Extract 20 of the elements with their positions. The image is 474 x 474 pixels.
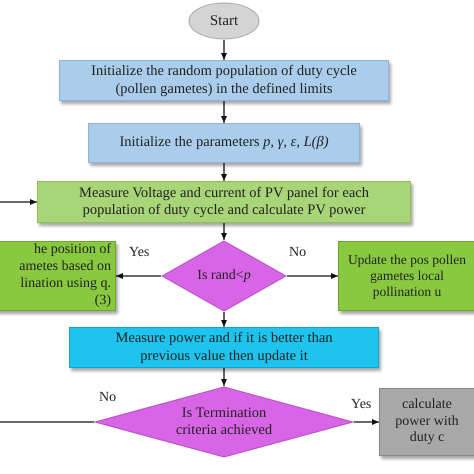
- process-box: calculate power with duty c: [379, 388, 474, 456]
- arrow: [221, 101, 227, 123]
- decision-text: Is Termination criteria achieved: [174, 404, 274, 440]
- arrow: [221, 40, 227, 60]
- arrow: [287, 273, 338, 279]
- arrow: [116, 273, 161, 279]
- process-box: Initialize the random population of duty cycle (pollen gametes) in the defined limits: [59, 60, 389, 101]
- process-box: Measure Voltage and current of PV panel for each population of duty cycle and calculate PV power: [37, 181, 411, 223]
- arrow: [221, 223, 227, 240]
- arrow: [354, 419, 379, 425]
- terminal-text: Start: [210, 12, 238, 30]
- process-box: Measure power and if it is better than previous value then update it: [69, 327, 379, 368]
- arrow: [221, 368, 227, 386]
- decision-text: Is rand<p: [197, 268, 251, 284]
- process-box: Update the pos pollen gametes local pollination u: [338, 241, 474, 311]
- arrow: [221, 163, 227, 181]
- arrow: [221, 312, 227, 327]
- process-box: he position of ametes based on lination using q. (3): [0, 241, 116, 311]
- arrow: [0, 199, 37, 205]
- process-box: Initialize the parameters p, γ, ε, L(β): [88, 123, 360, 163]
